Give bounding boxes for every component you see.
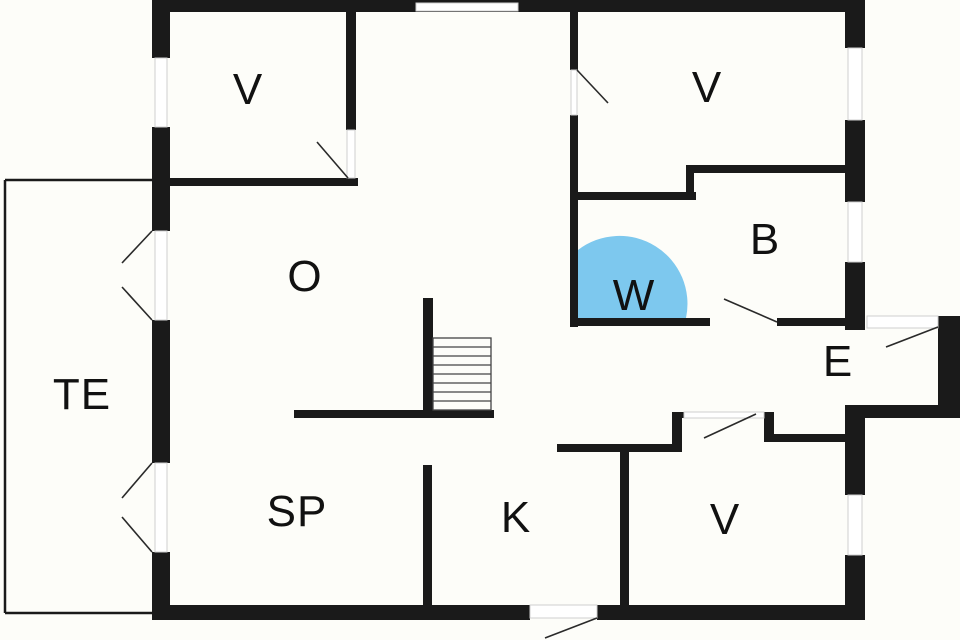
room-label-wc: W [612,271,656,320]
room-label-bedroom-top-right: V [691,63,723,112]
room-label-terrace: TE [52,370,112,419]
windows [154,2,863,556]
room-label-bathroom: B [749,215,781,264]
room-label-bedroom-bottom-right: V [709,495,741,544]
doors [121,69,939,639]
terrace-floor [5,180,155,613]
room-label-bedroom-top-left: V [232,65,264,114]
entrance-floor [850,318,945,408]
room-label-living: O [287,252,323,301]
wc-fixture [578,235,688,318]
stairs [432,337,492,411]
house-floor [155,0,865,615]
interior-walls [170,12,849,610]
room-label-dining: SP [266,487,328,536]
exterior-walls [152,0,960,620]
terrace-outline [3,178,155,615]
room-label-entrance: E [822,337,854,386]
room-label-kitchen: K [500,493,532,542]
